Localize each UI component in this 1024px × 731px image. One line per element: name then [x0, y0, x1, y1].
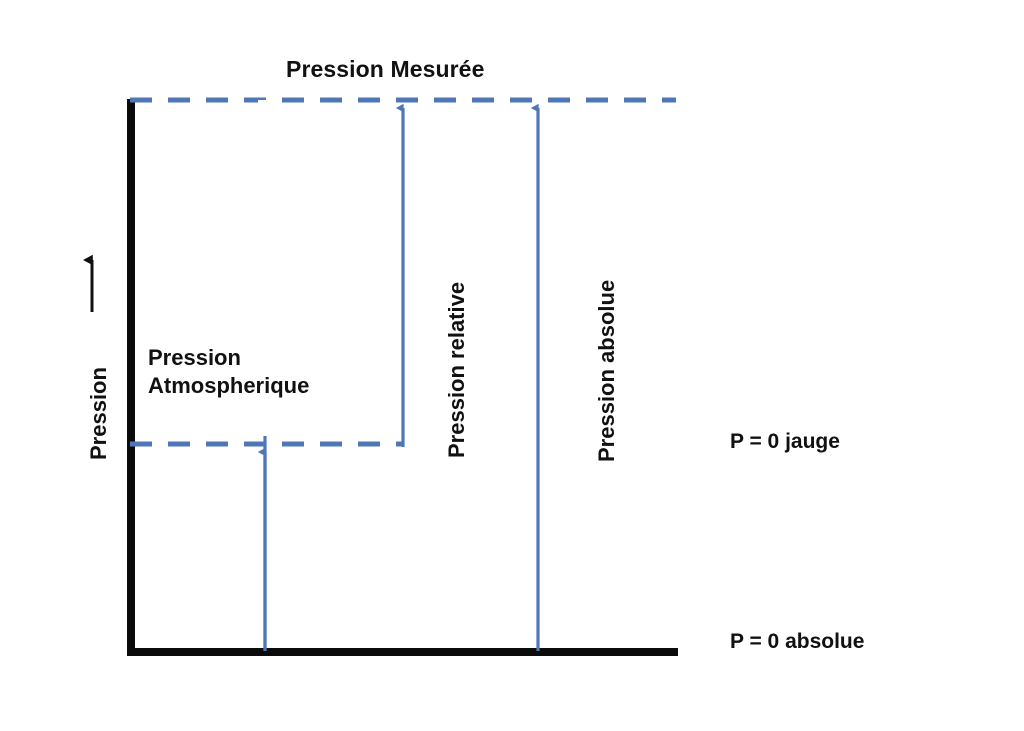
- atmospheric-pressure-label: Pression Atmospherique: [148, 344, 309, 400]
- gauge-zero-label: P = 0 jauge: [730, 430, 840, 453]
- absolute-zero-label: P = 0 absolue: [730, 630, 865, 653]
- axis-label-pression: Pression: [86, 367, 111, 460]
- atmospheric-pressure-label-line1: Pression: [148, 345, 241, 370]
- atmospheric-arrow-mask: [258, 100, 274, 436]
- measured-pressure-title: Pression Mesurée: [286, 56, 485, 82]
- relative-pressure-label: Pression relative: [444, 281, 469, 458]
- atmospheric-pressure-label-line2: Atmospherique: [148, 373, 310, 399]
- absolute-pressure-label: Pression absolue: [594, 279, 619, 462]
